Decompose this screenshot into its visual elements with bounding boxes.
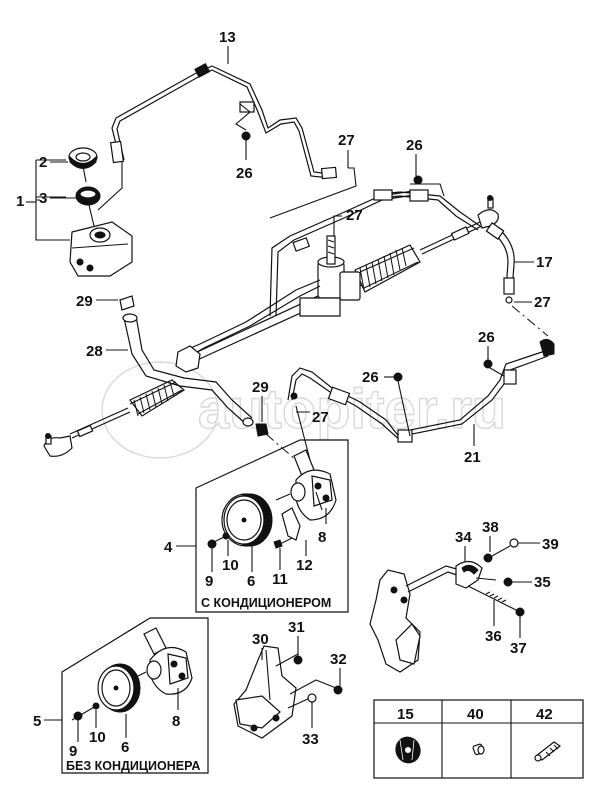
pressure-hose-17 [485, 222, 555, 357]
callout-33: 33 [302, 731, 319, 748]
watermark-text: autopiter.ru [198, 377, 506, 440]
callout-6-b: 6 [121, 739, 129, 756]
callout-11: 11 [272, 571, 288, 588]
inset-header-40: 40 [467, 706, 484, 723]
callout-37: 37 [510, 640, 527, 657]
callout-1: 1 [16, 193, 24, 210]
callout-21: 21 [464, 449, 481, 466]
pressure-line-upper [373, 175, 481, 231]
callout-8-a: 8 [318, 529, 326, 546]
callout-26-a: 26 [236, 165, 253, 182]
bushing-40-icon [472, 743, 485, 756]
callout-10-b: 10 [89, 729, 106, 746]
callouts-tension-bracket: 34 38 39 35 36 37 [455, 519, 559, 657]
callout-31: 31 [288, 619, 305, 636]
callout-36: 36 [485, 628, 502, 645]
callout-39: 39 [542, 536, 559, 553]
callout-2: 2 [39, 154, 47, 171]
cap-15-icon [395, 736, 421, 764]
reservoir-assembly [68, 147, 133, 277]
callout-9-b: 9 [69, 743, 77, 760]
callout-12: 12 [296, 557, 313, 574]
callout-26-d: 26 [362, 369, 379, 386]
variant-box-without-ac: БЕЗ КОНДИЦИОНЕРА [61, 617, 209, 774]
bracket-1 [35, 159, 70, 241]
return-pipe-13 [109, 62, 338, 180]
callout-3: 3 [39, 190, 47, 207]
tension-bracket-34 [369, 538, 525, 673]
callout-27-b: 27 [346, 207, 363, 224]
pump-bracket-30 [233, 645, 343, 739]
callout-35: 35 [534, 574, 551, 591]
callout-29-a: 29 [76, 293, 93, 310]
callout-29-b: 29 [252, 379, 269, 396]
inset-header-42: 42 [536, 706, 553, 723]
callouts-without-ac: 5 9 10 6 8 [33, 688, 180, 760]
callout-13: 13 [219, 29, 236, 46]
suction-hose-28 [119, 295, 254, 427]
caption-with-ac: С КОНДИЦИОНЕРОМ [201, 596, 331, 610]
callout-27-d: 27 [312, 409, 329, 426]
callout-4: 4 [164, 539, 173, 556]
leader-13-res [97, 162, 123, 211]
callout-38: 38 [482, 519, 499, 536]
callouts-with-ac: 4 9 10 6 11 12 8 [164, 508, 327, 590]
callouts-bracket-30: 30 31 32 33 [252, 619, 347, 748]
callout-17: 17 [536, 254, 553, 271]
callout-34: 34 [455, 529, 472, 546]
callout-26-b: 26 [406, 137, 423, 154]
callout-27-a: 27 [338, 132, 355, 149]
variant-box-with-ac: С КОНДИЦИОНЕРОМ [195, 439, 349, 613]
caption-without-ac: БЕЗ КОНДИЦИОНЕРА [66, 759, 200, 773]
callout-26-c: 26 [478, 329, 495, 346]
callout-9-a: 9 [205, 573, 213, 590]
inset-parts-table: 15 40 42 [373, 699, 584, 779]
union-bolt-42-icon [534, 741, 562, 762]
clamp-29 [255, 423, 269, 437]
callouts-top: 13 2 3 1 26 27 26 27 17 27 29 28 [16, 29, 553, 466]
callout-6-a: 6 [247, 573, 255, 590]
callout-8-b: 8 [172, 713, 180, 730]
callout-27-c: 27 [534, 294, 551, 311]
watermark: autopiter.ru [101, 361, 507, 459]
callout-32: 32 [330, 651, 347, 668]
callout-28: 28 [86, 343, 103, 360]
dash-29 [265, 433, 297, 461]
inset-header-15: 15 [397, 706, 414, 723]
callout-30: 30 [252, 631, 269, 648]
callout-5: 5 [33, 713, 41, 730]
callout-10-a: 10 [222, 557, 239, 574]
pressure-pipe-21 [287, 349, 549, 443]
